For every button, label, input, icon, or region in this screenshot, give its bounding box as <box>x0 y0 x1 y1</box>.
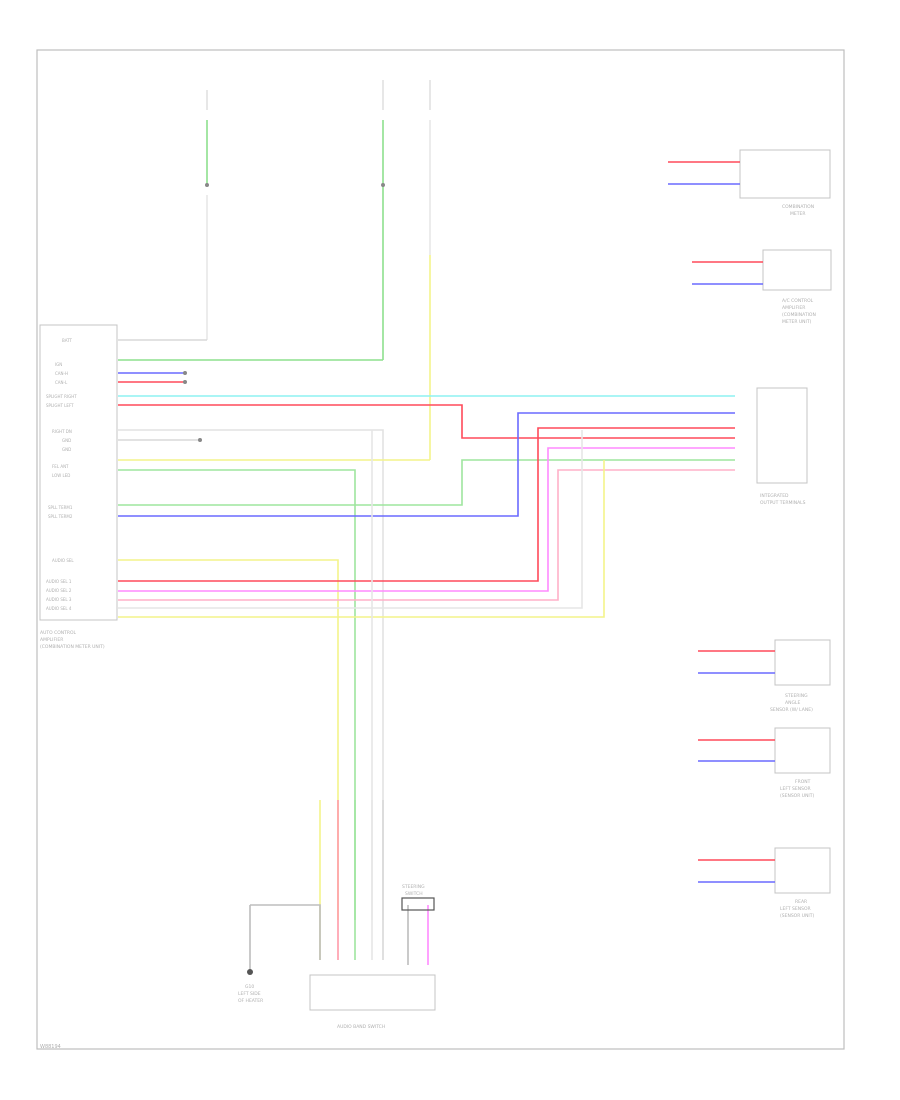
combination-meter-block: COMBINATION METER <box>668 149 831 217</box>
rear-left-sensor-block: REAR LEFT SENSOR (SENSOR UNIT) <box>698 847 831 919</box>
svg-text:GND: GND <box>62 447 71 452</box>
steering-switch-box <box>401 897 435 911</box>
combination-meter-name-1: COMBINATION <box>782 204 814 210</box>
ac-name-3: (COMBINATION <box>782 312 816 318</box>
svg-text:LEFT SIDE: LEFT SIDE <box>238 991 261 997</box>
diagram-code: W88194 <box>40 1044 61 1050</box>
fuse-supply-left <box>118 90 209 341</box>
svg-text:FEL ANT: FEL ANT <box>52 464 69 469</box>
front-left-sensor-block: FRONT LEFT SENSOR (SENSOR UNIT) <box>698 727 831 799</box>
svg-text:SPLIGHT LEFT: SPLIGHT LEFT <box>46 403 74 408</box>
svg-text:AUDIO SEL 1: AUDIO SEL 1 <box>46 579 72 584</box>
ac-amplifier-block: A/C CONTROL AMPLIFIER (COMBINATION METER… <box>692 249 832 325</box>
svg-text:LOW LED: LOW LED <box>52 473 70 478</box>
ac-name-2: AMPLIFIER <box>782 305 805 311</box>
svg-text:GND: GND <box>62 438 71 443</box>
output-name-line-1: INTEGRATED <box>760 493 789 499</box>
svg-text:STEERING: STEERING <box>402 884 425 890</box>
svg-text:CAN-L: CAN-L <box>55 380 68 385</box>
auto-control-amplifier-box <box>39 324 118 621</box>
audio-band-switch-box <box>309 974 436 1011</box>
rear-left-name-2: LEFT SENSOR <box>780 906 811 912</box>
unit-name-line-1: AUTO CONTROL <box>40 630 77 636</box>
svg-text:RIGHT DN: RIGHT DN <box>52 429 72 434</box>
integrated-output-label: INTEGRATED OUTPUT TERMINALS <box>760 493 806 506</box>
ground-label: G10 LEFT SIDE OF HEATER <box>238 984 263 1004</box>
svg-text:AUDIO SEL 2: AUDIO SEL 2 <box>46 588 72 593</box>
svg-text:OF HEATER: OF HEATER <box>238 998 263 1004</box>
svg-text:SWITCH: SWITCH <box>405 891 423 897</box>
steering-name-1: STEERING <box>785 693 808 699</box>
svg-text:AUDIO SEL: AUDIO SEL <box>52 558 74 563</box>
svg-text:IGN: IGN <box>55 362 62 367</box>
front-left-name-3: (SENSOR UNIT) <box>780 793 815 799</box>
front-left-name-1: FRONT <box>795 779 811 785</box>
combination-meter-name-2: METER <box>790 211 805 217</box>
fuse-supply-center <box>381 80 431 460</box>
svg-text:AUDIO SEL 4: AUDIO SEL 4 <box>46 606 72 611</box>
svg-text:AUDIO SEL 3: AUDIO SEL 3 <box>46 597 72 602</box>
front-left-name-2: LEFT SENSOR <box>780 786 811 792</box>
svg-text:CAN-H: CAN-H <box>55 371 68 376</box>
unit-name-line-3: (COMBINATION METER UNIT) <box>40 644 105 650</box>
audio-band-switch-label: AUDIO BAND SWITCH <box>337 1024 385 1030</box>
audio-switch-wires <box>247 800 435 975</box>
ac-name-1: A/C CONTROL <box>782 298 814 304</box>
svg-text:SPLIGHT RIGHT: SPLIGHT RIGHT <box>46 394 77 399</box>
rear-left-name-3: (SENSOR UNIT) <box>780 913 815 919</box>
svg-text:SPLL TERM1: SPLL TERM1 <box>48 505 73 510</box>
integrated-output-box <box>756 387 808 484</box>
steering-name-2: ANGLE <box>785 700 800 706</box>
unit-name-line-2: AMPLIFIER <box>40 637 63 643</box>
svg-text:SPLL TERM2: SPLL TERM2 <box>48 514 73 519</box>
ac-name-4: METER UNIT) <box>782 319 812 325</box>
svg-text:BATT: BATT <box>62 338 73 343</box>
steering-angle-block: STEERING ANGLE SENSOR (W/ LANE) <box>698 639 831 713</box>
auto-control-amplifier-label: AUTO CONTROL AMPLIFIER (COMBINATION METE… <box>40 630 105 650</box>
steering-switch-label: STEERING SWITCH <box>402 884 425 897</box>
svg-text:G10: G10 <box>245 984 254 990</box>
diagram-frame <box>36 49 845 1050</box>
auto-control-pin-labels: BATT IGN CAN-H CAN-L SPLIGHT RIGHT SPLIG… <box>46 338 77 611</box>
rear-left-name-1: REAR <box>795 899 807 905</box>
steering-name-3: SENSOR (W/ LANE) <box>770 707 813 713</box>
output-name-line-2: OUTPUT TERMINALS <box>760 500 806 506</box>
main-wire-harness <box>118 359 735 920</box>
